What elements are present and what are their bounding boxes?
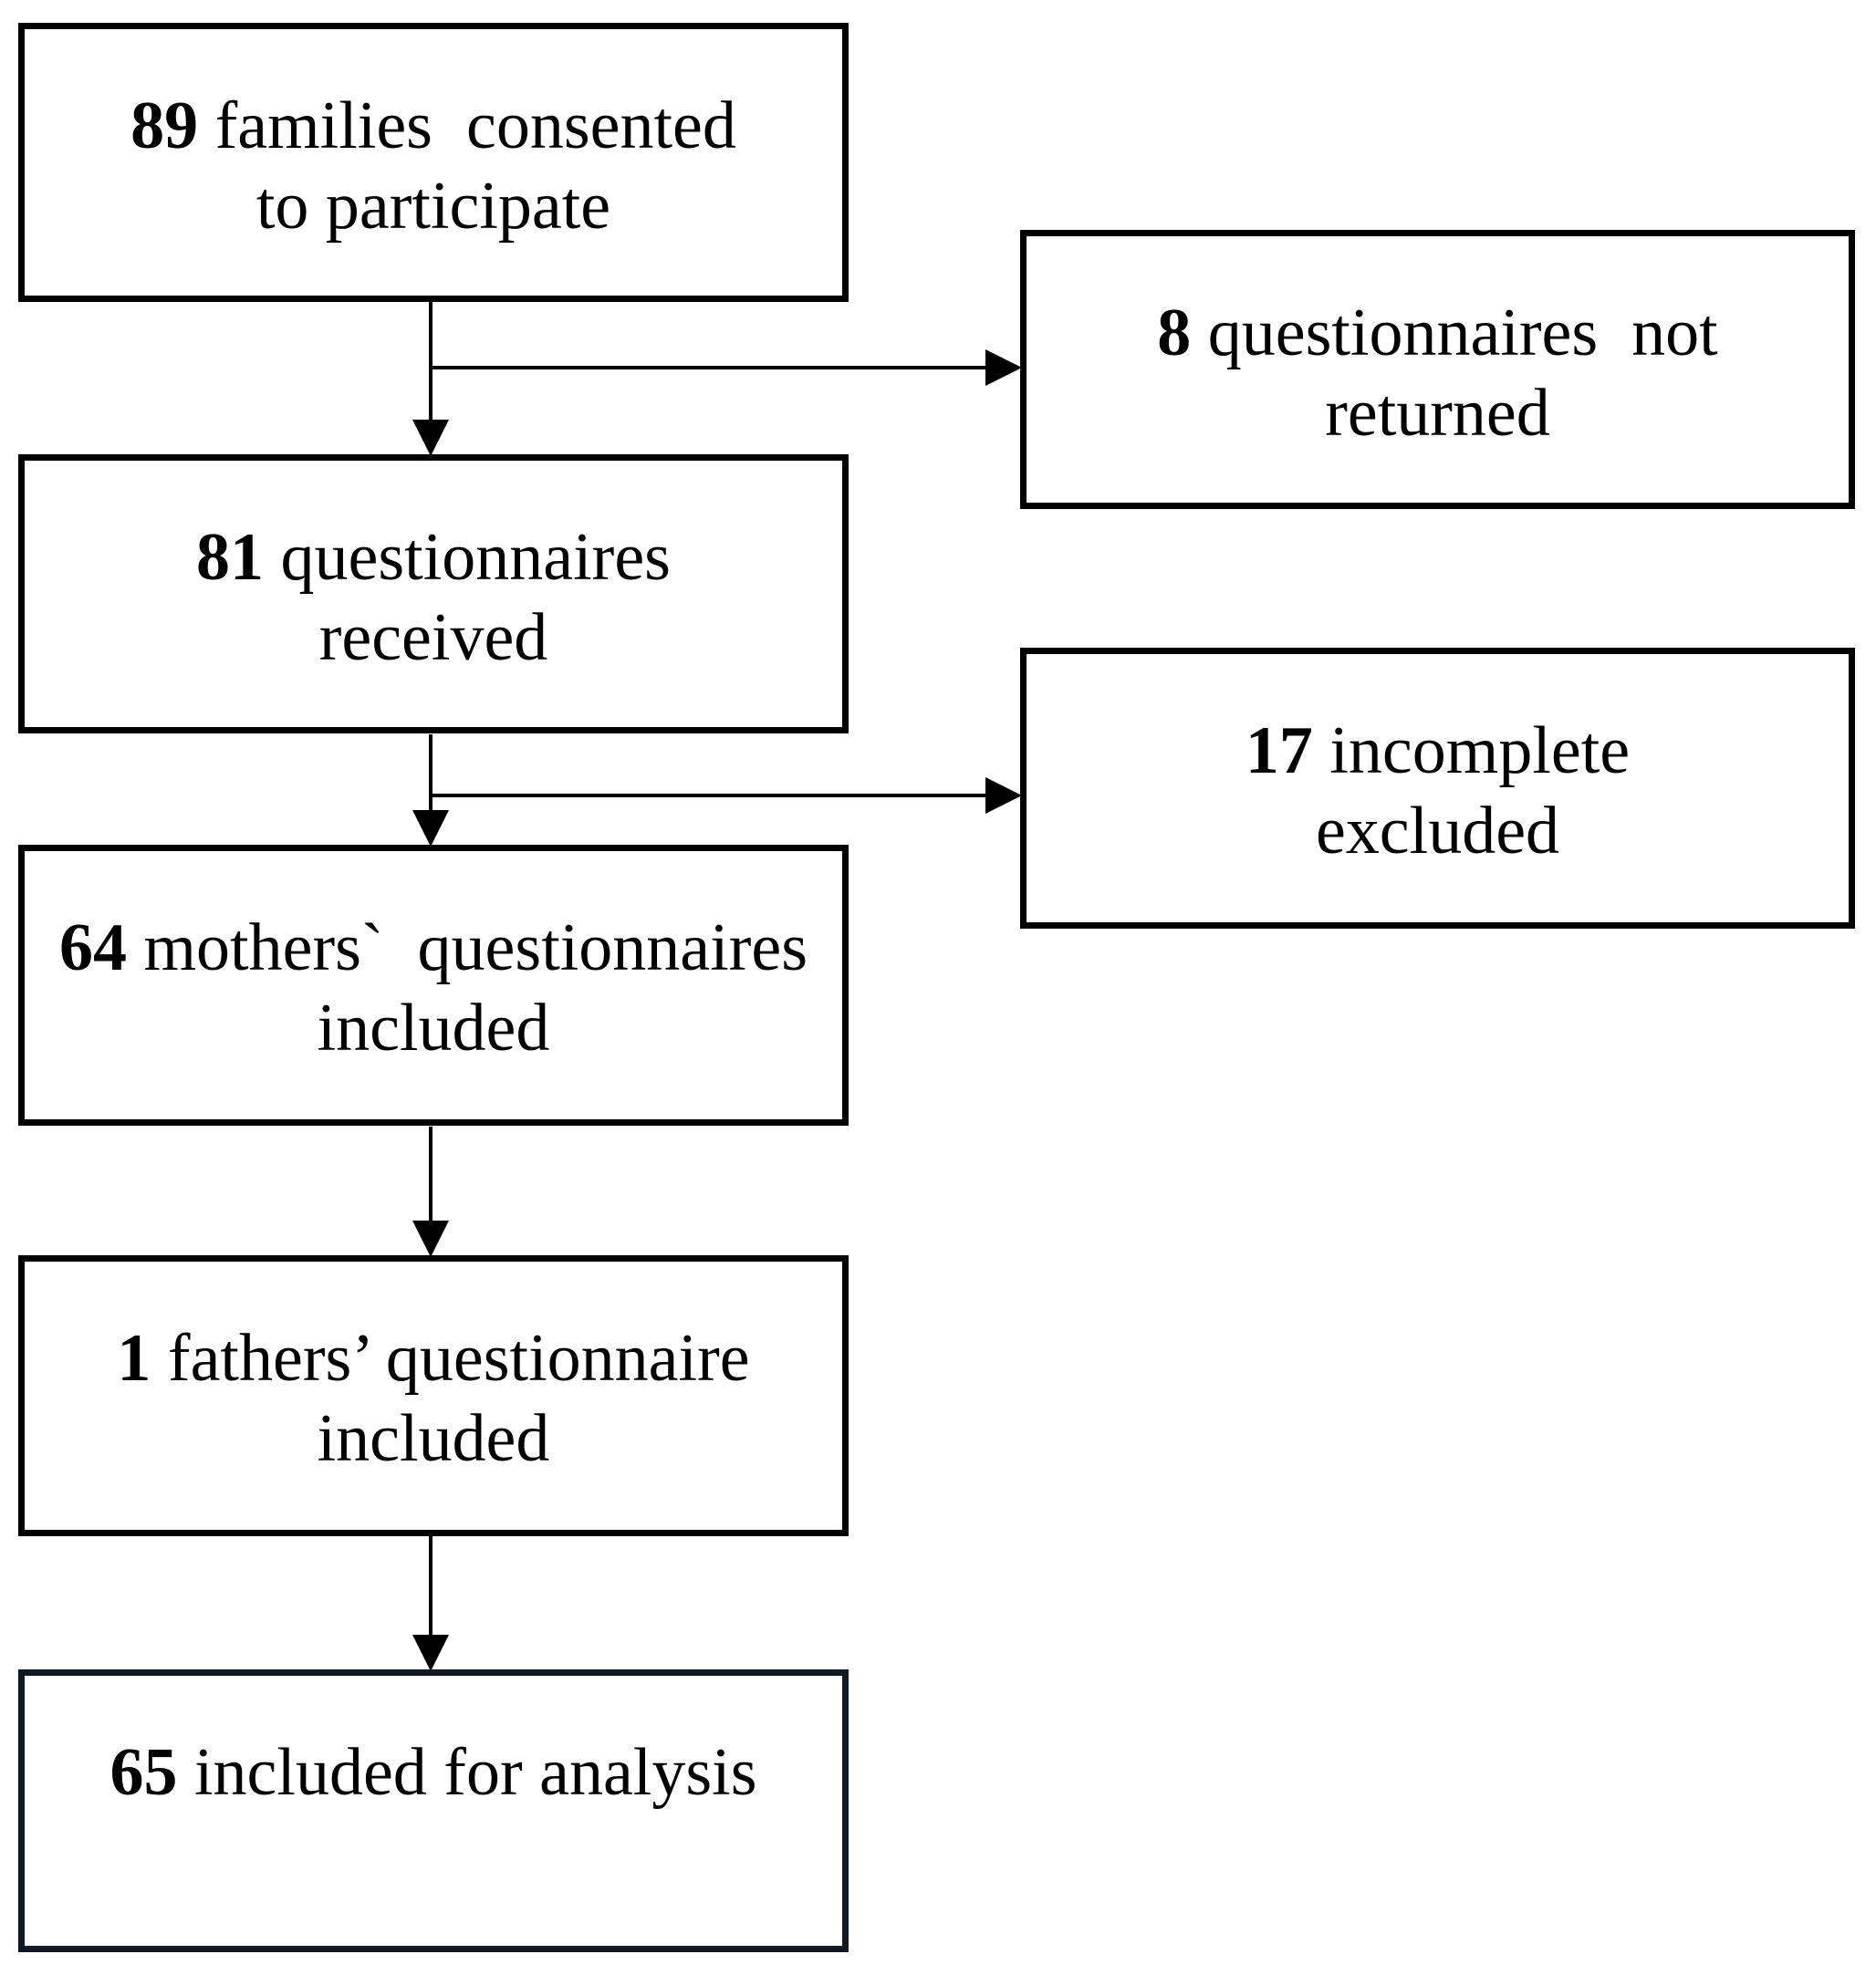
box-mothers-line1: 64 mothers` questionnaires [59,910,808,985]
box-fathers-line2: included [317,1401,550,1476]
box-analysis-number: 65 [109,1735,178,1810]
box-not-returned-number: 8 [1157,296,1192,370]
box-mothers-line2: included [317,991,550,1065]
box-consented: 89 families consented to participate [18,23,849,302]
box-fathers: 1 fathers’ questionnaire included [18,1255,849,1536]
box-consented-number: 89 [130,88,199,163]
box-mothers: 64 mothers` questionnaires included [18,845,849,1126]
box-consented-line2: to participate [255,169,611,244]
box-received-line2: received [318,600,548,675]
box-analysis-line1: 65 included for analysis [109,1735,757,1810]
box-consented-line1: 89 families consented [130,88,736,163]
box-incomplete-number: 17 [1245,713,1313,788]
box-received-number: 81 [196,520,265,595]
box-not-returned: 8 questionnaires not returned [1020,230,1855,509]
box-incomplete-line2: excluded [1315,794,1560,868]
box-incomplete-line1: 17 incomplete [1245,713,1631,788]
box-mothers-number: 64 [59,910,127,985]
box-fathers-line1: 1 fathers’ questionnaire [117,1321,750,1396]
box-received-line1: 81 questionnaires [196,520,671,595]
box-analysis: 65 included for analysis [18,1669,849,1952]
box-received: 81 questionnaires received [18,454,849,733]
box-not-returned-line2: returned [1325,376,1550,451]
box-not-returned-line1: 8 questionnaires not [1157,296,1718,370]
box-incomplete: 17 incomplete excluded [1020,648,1855,929]
box-fathers-number: 1 [117,1321,151,1396]
